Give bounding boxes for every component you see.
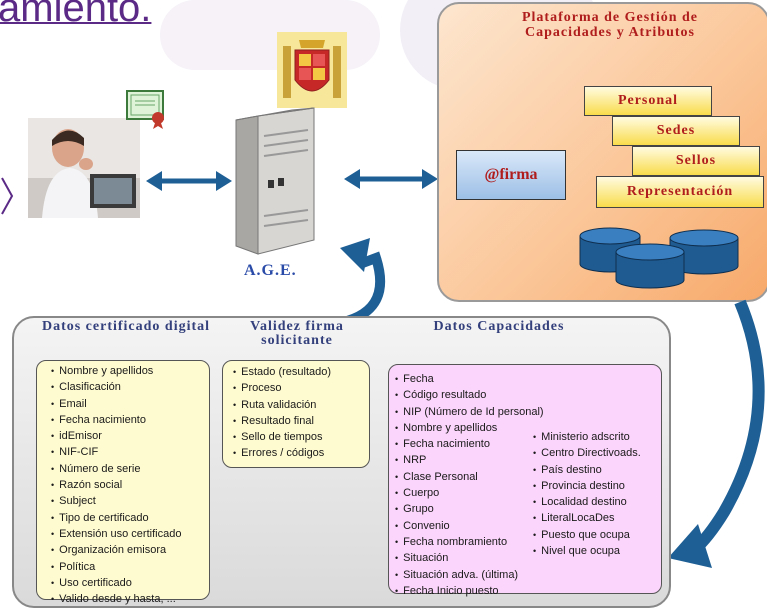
list-item: Fecha xyxy=(395,371,544,387)
user-at-computer-image xyxy=(28,118,140,218)
connection-arrow xyxy=(344,168,438,190)
list-item: Clasificación xyxy=(51,379,209,395)
list-item: Extensión uso certificado xyxy=(51,526,209,542)
list-item: LiteralLocaDes xyxy=(533,510,641,526)
column-header-certificate: Datos certificado digital xyxy=(41,319,211,334)
list-item: Puesto que ocupa xyxy=(533,527,641,543)
attribute-personal: Personal xyxy=(584,86,712,116)
certificate-icon xyxy=(126,90,170,130)
list-item: Estado (resultado) xyxy=(233,364,369,380)
list-item: Localidad destino xyxy=(533,494,641,510)
list-item: Tipo de certificado xyxy=(51,510,209,526)
firma-box: @firma xyxy=(456,150,566,200)
attribute-representacion: Representación xyxy=(596,176,764,208)
list-item: Fecha nacimiento xyxy=(395,436,544,452)
list-item: idEmisor xyxy=(51,428,209,444)
list-item: Ruta validación xyxy=(233,397,369,413)
list-item: Ministerio adscrito xyxy=(533,429,641,445)
capacities-data-list: Fecha Código resultado NIP (Número de Id… xyxy=(388,364,662,597)
certificate-data-list: Nombre y apellidos Clasificación Email F… xyxy=(36,360,210,605)
attribute-sedes: Sedes xyxy=(612,116,740,146)
list-item: Email xyxy=(51,396,209,412)
chevron-fragment-icon xyxy=(0,176,14,216)
list-item: Situación xyxy=(395,550,544,566)
database-icon xyxy=(578,226,748,292)
column-header-capacities: Datos Capacidades xyxy=(433,319,565,334)
list-item: Clase Personal xyxy=(395,469,544,485)
list-item: Nivel que ocupa xyxy=(533,543,641,559)
platform-title: Plataforma de Gestión de Capacidades y A… xyxy=(521,10,699,40)
list-item: Convenio xyxy=(395,518,544,534)
list-item: NRP xyxy=(395,452,544,468)
slide-title-fragment: amiento. xyxy=(0,0,152,30)
list-item: Código resultado xyxy=(395,387,544,403)
curved-arrow xyxy=(320,218,390,329)
list-item: Fecha Inicio puesto xyxy=(395,583,544,599)
spain-coat-of-arms-icon xyxy=(277,32,347,108)
signature-validity-list: Estado (resultado) Proceso Ruta validaci… xyxy=(222,360,370,468)
list-item: Organización emisora xyxy=(51,542,209,558)
list-item: Grupo xyxy=(395,501,544,517)
server-label: A.G.E. xyxy=(244,262,297,279)
server-icon xyxy=(228,106,332,258)
list-item: Fecha nacimiento xyxy=(51,412,209,428)
list-item: Proceso xyxy=(233,380,369,396)
list-item: Nombre y apellidos xyxy=(51,363,209,379)
list-item: Uso certificado xyxy=(51,575,209,591)
list-item: Valido desde y hasta, ... xyxy=(51,591,209,607)
curved-arrow xyxy=(664,298,767,598)
list-item: Provincia destino xyxy=(533,478,641,494)
list-item: Errores / códigos xyxy=(233,445,369,461)
list-item: NIP (Número de Id personal) xyxy=(395,404,543,420)
list-item: Cuerpo xyxy=(395,485,544,501)
connection-arrow xyxy=(146,170,232,192)
list-item: Centro Directivoads. xyxy=(533,445,641,461)
column-header-signature-validity: Validez firma solicitante xyxy=(250,319,344,348)
list-item: Fecha nombramiento xyxy=(395,534,544,550)
list-item: Sello de tiempos xyxy=(233,429,369,445)
list-item: Situación adva. (última) xyxy=(395,567,544,583)
list-item: NIF-CIF xyxy=(51,444,209,460)
list-item: Política xyxy=(51,559,209,575)
list-item: Subject xyxy=(51,493,209,509)
list-item: Nombre y apellidos xyxy=(395,420,544,436)
background-watermark-shape xyxy=(160,0,380,70)
list-item: Razón social xyxy=(51,477,209,493)
list-item: Número de serie xyxy=(51,461,209,477)
list-item: País destino xyxy=(533,462,641,478)
list-item: Resultado final xyxy=(233,413,369,429)
attribute-sellos: Sellos xyxy=(632,146,760,176)
